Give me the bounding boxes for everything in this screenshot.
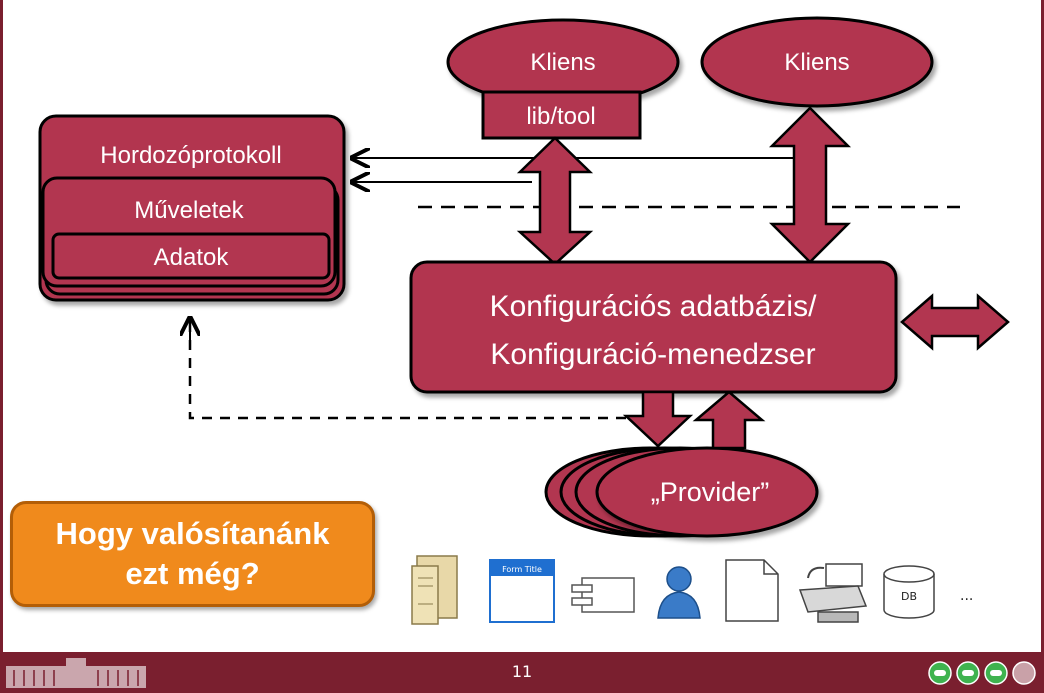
lib-tool-label: lib/tool — [526, 103, 595, 130]
page-number: 11 — [511, 662, 533, 681]
db-label: DB — [901, 590, 917, 603]
fax-machine-icon — [798, 563, 868, 623]
server-icon — [411, 555, 458, 625]
client2-ellipse — [700, 16, 934, 108]
client2-label: Kliens — [784, 49, 849, 76]
question-callout: Hogy valósítanánk ezt még? — [10, 501, 375, 607]
architecture-diagram: Hordozóprotokoll Műveletek Adatok Kliens… — [38, 16, 1010, 625]
client1-label: Kliens — [530, 49, 595, 76]
component-icon — [571, 577, 635, 613]
config-label-line1: Konfigurációs adatbázis/ — [490, 290, 818, 323]
client1-config-double-arrow — [516, 136, 594, 266]
protocol-inner-label: Adatok — [154, 244, 230, 271]
protocol-inner-box — [51, 232, 331, 280]
form-title-label: Form Title — [502, 565, 542, 574]
client2-config-double-arrow — [768, 106, 852, 264]
provider-feedback-dashed-line — [188, 322, 660, 420]
provider-ellipse-main — [595, 446, 819, 538]
university-logo — [6, 658, 146, 688]
slide-frame-right — [1041, 0, 1044, 652]
form-window-icon: Form Title — [489, 559, 555, 623]
database-icon: DB — [883, 565, 935, 619]
config-manager-box — [409, 260, 898, 394]
callout-line1: Hogy valósítanánk — [55, 516, 330, 551]
provider-label: „Provider” — [651, 477, 770, 507]
provider-to-config-arrow — [692, 390, 766, 450]
external-double-arrow — [900, 293, 1010, 351]
more-ellipsis: ... — [960, 588, 973, 604]
document-icon — [725, 559, 779, 622]
footer-bar: 11 — [0, 652, 1044, 693]
protocol-middle-label: Műveletek — [134, 197, 244, 224]
protocol-stack: Hordozóprotokoll Műveletek Adatok — [38, 114, 346, 302]
user-icon — [657, 566, 701, 619]
lib-tool-box — [481, 90, 642, 140]
config-to-provider-arrow — [622, 390, 694, 448]
client1-group: Kliens lib/tool — [446, 18, 680, 140]
callout-line2: ezt még? — [125, 556, 260, 591]
protocol-outer-label: Hordozóprotokoll — [100, 142, 281, 169]
slide-frame-left — [0, 0, 3, 652]
ftsrg-logo — [928, 661, 1036, 685]
provider-stack: „Provider” — [544, 446, 819, 538]
config-label-line2: Konfiguráció-menedzser — [490, 338, 815, 371]
